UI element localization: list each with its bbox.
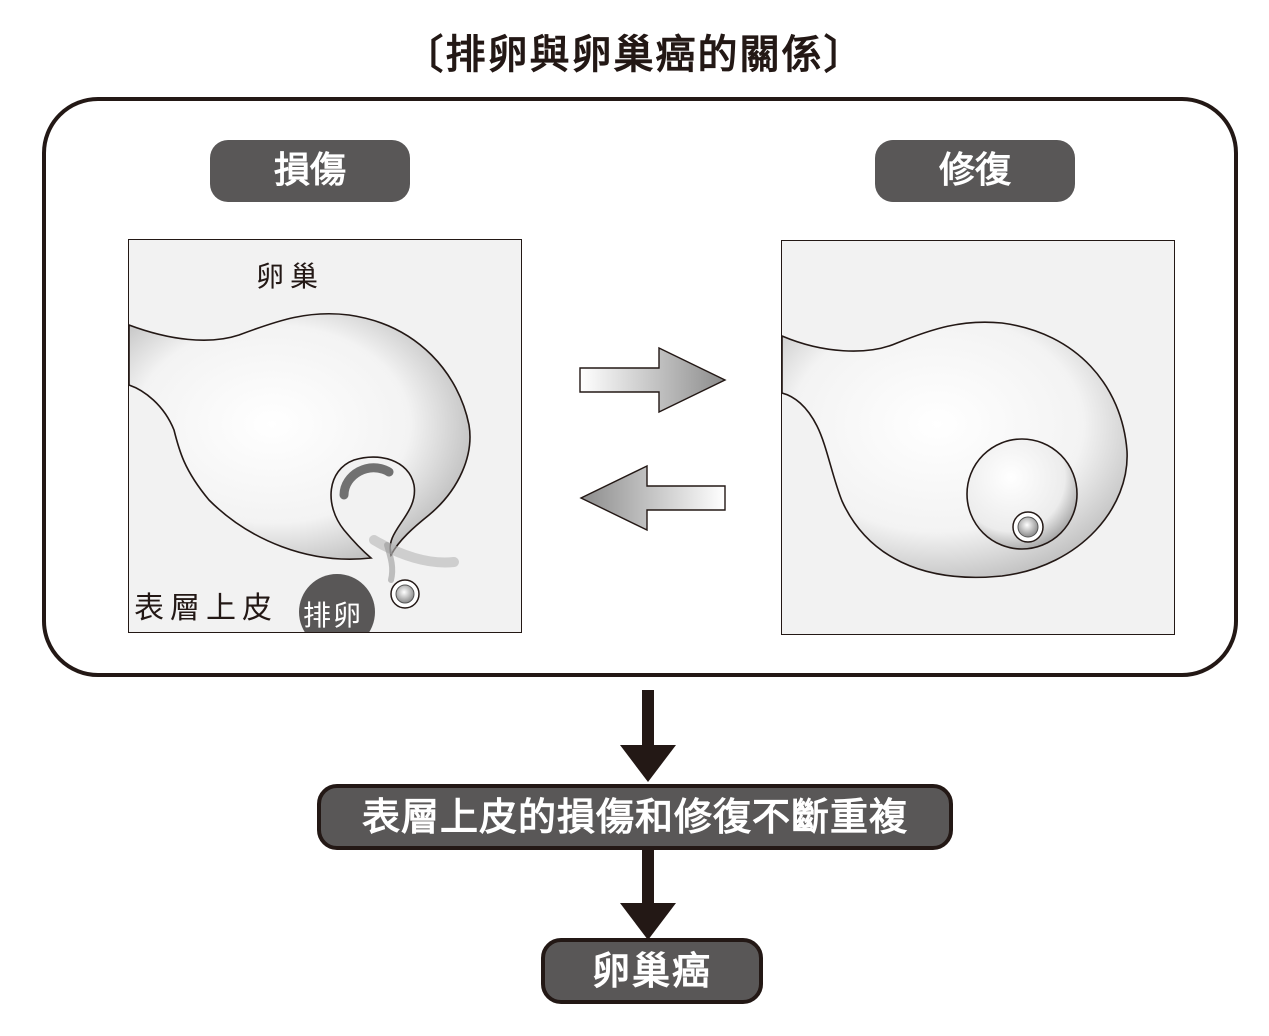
ovary-ovulation-illustration xyxy=(129,312,471,632)
cancer-box: 卵巢癌 xyxy=(541,938,763,1004)
down-arrow-2 xyxy=(620,850,676,940)
diagram-title: 〔排卵與卵巢癌的關係〕 xyxy=(403,31,866,78)
down-arrow-1 xyxy=(620,690,676,782)
damage-panel xyxy=(128,239,522,633)
repair-label: 修復 xyxy=(875,140,1075,202)
ovary-label: 卵巢 xyxy=(256,260,325,293)
ovulation-label: 排卵 xyxy=(303,599,364,632)
damage-label: 損傷 xyxy=(210,140,410,202)
repair-panel xyxy=(781,240,1175,635)
cycle-frame xyxy=(42,97,1238,677)
repeat-box: 表層上皮的損傷和修復不斷重複 xyxy=(317,784,953,850)
ovary-repaired-illustration xyxy=(782,321,1128,579)
epithelium-label: 表層上皮 xyxy=(134,591,278,626)
damage-repair-arrows xyxy=(579,346,727,532)
